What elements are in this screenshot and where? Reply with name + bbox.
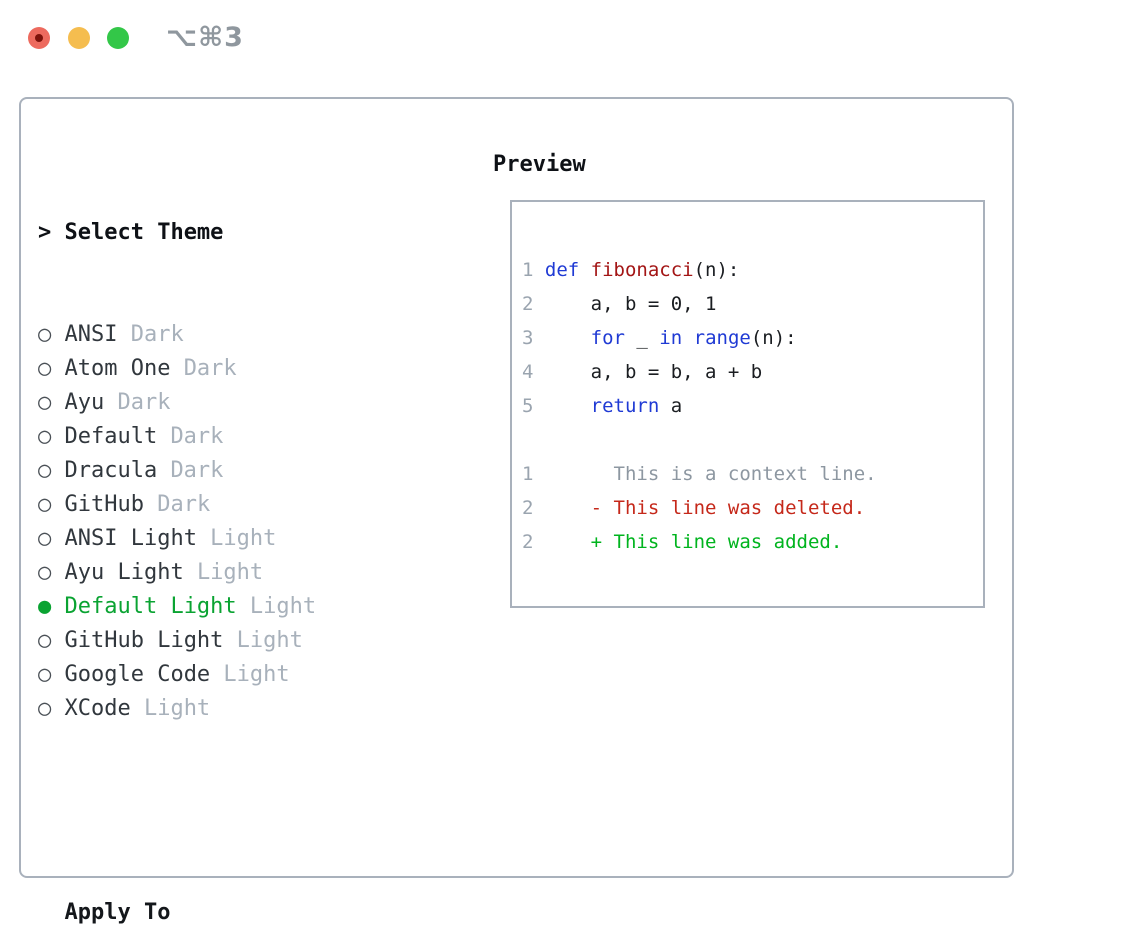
code-line bbox=[522, 423, 877, 457]
code-line: 5 return a bbox=[522, 389, 877, 423]
select-theme-title: Select Theme bbox=[64, 220, 224, 245]
theme-name: GitHub Light bbox=[64, 628, 224, 653]
radio-unselected-icon: ○ bbox=[38, 662, 52, 687]
theme-name: Ayu bbox=[64, 390, 105, 415]
code-line: 2 + This line was added. bbox=[522, 525, 877, 559]
theme-option-default[interactable]: ○ Default Dark bbox=[38, 420, 409, 454]
theme-name: Atom One bbox=[64, 356, 171, 381]
theme-name: Ayu Light bbox=[64, 560, 184, 585]
code-token: This is a context line. bbox=[544, 463, 877, 485]
radio-selected-icon: ● bbox=[38, 594, 52, 619]
line-number: 1 bbox=[522, 463, 534, 485]
theme-option-ayu-light[interactable]: ○ Ayu Light Light bbox=[38, 556, 409, 590]
theme-option-xcode[interactable]: ○ XCode Light bbox=[38, 692, 409, 726]
code-token: return bbox=[590, 395, 660, 417]
theme-name: ANSI Light bbox=[64, 526, 197, 551]
theme-option-atom-one[interactable]: ○ Atom One Dark bbox=[38, 352, 409, 386]
radio-unselected-icon: ○ bbox=[38, 696, 52, 721]
theme-option-dracula[interactable]: ○ Dracula Dark bbox=[38, 454, 409, 488]
theme-name: GitHub bbox=[64, 492, 144, 517]
code-token: def bbox=[544, 259, 580, 281]
theme-variant-label: Light bbox=[236, 628, 303, 653]
theme-variant-label: Dark bbox=[130, 322, 184, 347]
code-line: 1 def fibonacci(n): bbox=[522, 253, 877, 287]
code-line: 2 - This line was deleted. bbox=[522, 491, 877, 525]
theme-variant-label: Light bbox=[223, 662, 290, 687]
apply-to-heading: Apply To bbox=[64, 900, 171, 925]
code-token bbox=[545, 395, 591, 417]
line-number: 3 bbox=[522, 327, 534, 349]
theme-option-github[interactable]: ○ GitHub Dark bbox=[38, 488, 409, 522]
minimize-button[interactable] bbox=[68, 27, 90, 49]
code-token bbox=[682, 327, 693, 349]
code-token: range bbox=[693, 327, 751, 349]
select-theme-heading: > Select Theme bbox=[38, 216, 409, 250]
theme-variant-label: Dark bbox=[157, 492, 211, 517]
close-button[interactable] bbox=[28, 27, 50, 49]
spacer-row bbox=[38, 794, 409, 828]
radio-unselected-icon: ○ bbox=[38, 424, 52, 449]
theme-option-github-light[interactable]: ○ GitHub Light Light bbox=[38, 624, 409, 658]
theme-variant-label: Dark bbox=[117, 390, 171, 415]
code-token: for bbox=[590, 327, 625, 349]
theme-option-ayu[interactable]: ○ Ayu Dark bbox=[38, 386, 409, 420]
code-token: - This line was deleted. bbox=[544, 497, 866, 519]
line-number: 4 bbox=[522, 361, 534, 383]
theme-name: ANSI bbox=[64, 322, 118, 347]
radio-unselected-icon: ○ bbox=[38, 322, 52, 347]
theme-name: Google Code bbox=[64, 662, 211, 687]
radio-unselected-icon: ○ bbox=[38, 628, 52, 653]
code-token: (n): bbox=[750, 327, 797, 349]
code-token bbox=[579, 259, 590, 281]
code-token: _ bbox=[624, 327, 660, 349]
line-number: 2 bbox=[522, 531, 534, 553]
radio-unselected-icon: ○ bbox=[38, 356, 52, 381]
focus-caret-icon: > bbox=[38, 220, 52, 245]
code-token: a, b = b, a + b bbox=[544, 361, 763, 383]
line-number: 1 bbox=[522, 259, 534, 281]
radio-unselected-icon: ○ bbox=[38, 526, 52, 551]
theme-option-default-light[interactable]: ● Default Light Light bbox=[38, 590, 409, 624]
line-number: 5 bbox=[522, 395, 534, 417]
code-line: 3 for _ in range(n): bbox=[522, 321, 877, 355]
theme-variant-label: Light bbox=[143, 696, 211, 721]
theme-name: Default Light bbox=[64, 594, 237, 619]
code-token: (n): bbox=[693, 259, 740, 281]
zoom-button[interactable] bbox=[107, 27, 129, 49]
code-token: fibonacci bbox=[590, 259, 694, 281]
preview-title: Preview bbox=[493, 152, 586, 177]
theme-variant-label: Dark bbox=[170, 458, 224, 483]
radio-unselected-icon: ○ bbox=[38, 492, 52, 517]
theme-variant-label: Light bbox=[196, 560, 264, 585]
theme-variant-label: Light bbox=[210, 526, 277, 551]
code-token: + This line was added. bbox=[544, 531, 843, 553]
theme-name: Dracula bbox=[64, 458, 158, 483]
theme-variant-label: Dark bbox=[170, 424, 224, 449]
code-token bbox=[545, 327, 591, 349]
theme-option-google-code[interactable]: ○ Google Code Light bbox=[38, 658, 409, 692]
radio-unselected-icon: ○ bbox=[38, 458, 52, 483]
radio-unselected-icon: ○ bbox=[38, 390, 52, 415]
theme-option-ansi-light[interactable]: ○ ANSI Light Light bbox=[38, 522, 409, 556]
code-token: in bbox=[659, 327, 683, 349]
code-line: 4 a, b = b, a + b bbox=[522, 355, 877, 389]
radio-unselected-icon: ○ bbox=[38, 560, 52, 585]
code-token: a bbox=[659, 395, 683, 417]
theme-option-ansi[interactable]: ○ ANSI Dark bbox=[38, 318, 409, 352]
code-line: 2 a, b = 0, 1 bbox=[522, 287, 877, 321]
code-token: a, b = 0, 1 bbox=[544, 293, 717, 315]
theme-variant-label: Light bbox=[249, 594, 317, 619]
window-shortcut-label: ⌥⌘3 bbox=[166, 22, 244, 53]
line-number: 2 bbox=[522, 497, 534, 519]
theme-name: Default bbox=[64, 424, 158, 449]
code-line: 1 This is a context line. bbox=[522, 457, 877, 491]
theme-variant-label: Dark bbox=[183, 356, 237, 381]
theme-name: XCode bbox=[64, 696, 131, 721]
preview-box bbox=[510, 200, 985, 608]
line-number: 2 bbox=[522, 293, 534, 315]
